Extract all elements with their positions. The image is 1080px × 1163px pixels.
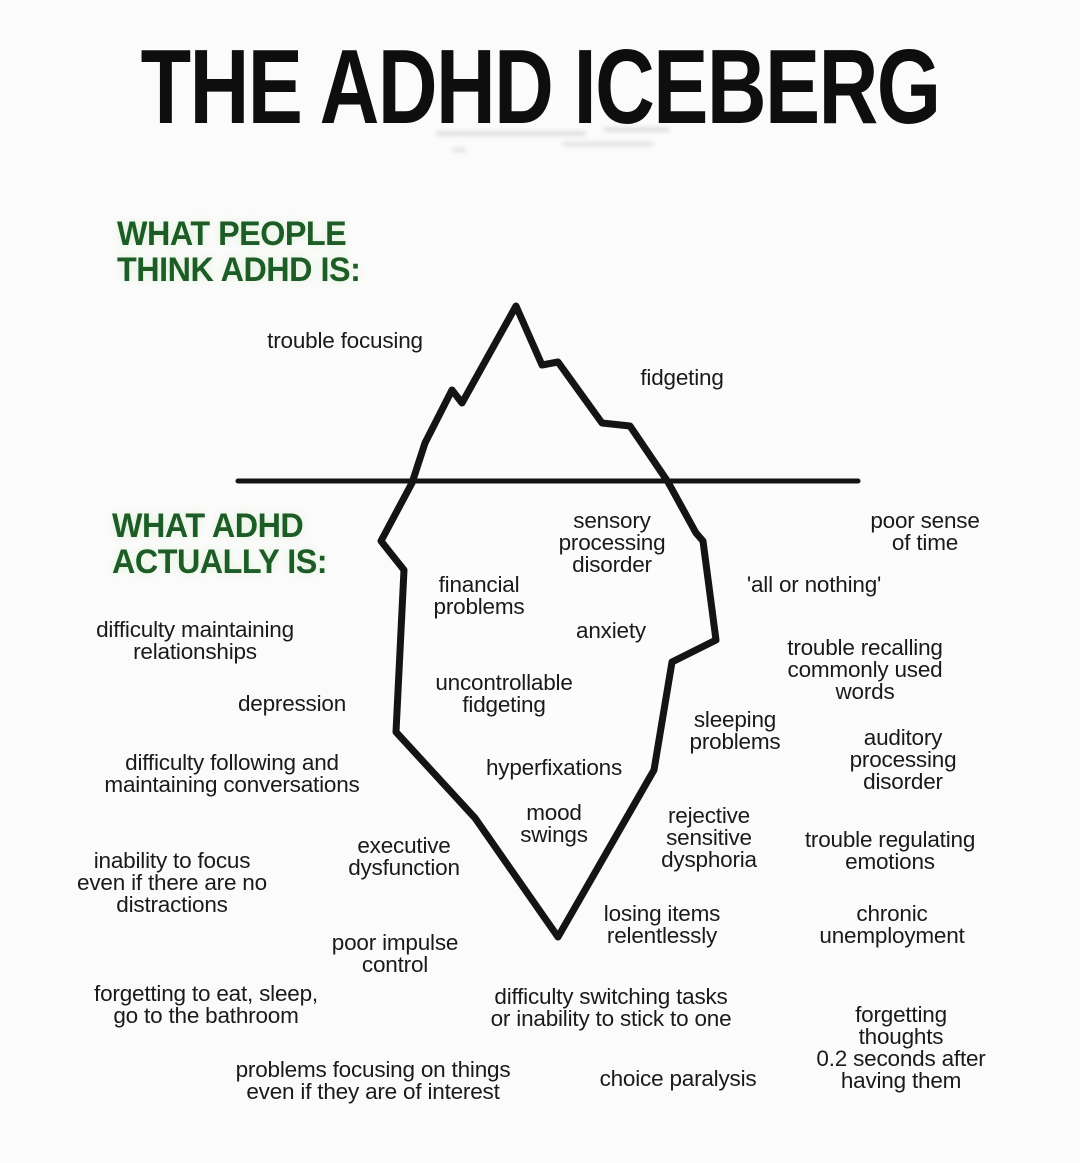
trouble-regulating-emotions-label: trouble regulating emotions	[804, 827, 976, 874]
page-title: THE ADHD ICEBERG	[0, 34, 1080, 140]
page-title-text: THE ADHD ICEBERG	[140, 28, 941, 146]
erased-watermark-smudge	[436, 131, 586, 136]
poor-sense-of-time-label: poor sense of time	[870, 508, 980, 555]
header-what-people-think: WHAT PEOPLE THINK ADHD IS:	[117, 215, 361, 290]
erased-watermark-speck	[452, 148, 466, 152]
chronic-unemployment-label: chronic unemployment	[819, 901, 965, 948]
inability-to-focus-label: inability to focus even if there are no …	[77, 848, 267, 917]
fidgeting-label: fidgeting	[640, 365, 724, 390]
sleeping-problems-label: sleeping problems	[689, 707, 781, 754]
hyperfixations-label: hyperfixations	[485, 755, 623, 780]
rejective-sensitive-dysphoria-label: rejective sensitive dysphoria	[661, 803, 757, 872]
choice-paralysis-label: choice paralysis	[599, 1066, 757, 1091]
erased-watermark-smudge	[562, 142, 654, 146]
mood-swings-label: mood swings	[520, 800, 588, 847]
all-or-nothing-label: 'all or nothing'	[746, 572, 882, 597]
problems-focusing-interest-label: problems focusing on things even if they…	[235, 1057, 511, 1104]
uncontrollable-fidgeting-label: uncontrollable fidgeting	[435, 670, 573, 717]
erased-watermark-smudge	[604, 127, 670, 132]
trouble-recalling-words-label: trouble recalling commonly used words	[787, 635, 943, 704]
losing-items-relentlessly-label: losing items relentlessly	[603, 901, 721, 948]
trouble-focusing-label: trouble focusing	[267, 328, 423, 353]
difficulty-switching-tasks-label: difficulty switching tasks or inability …	[490, 984, 732, 1031]
anxiety-label: anxiety	[576, 618, 646, 643]
forgetting-to-eat-sleep-label: forgetting to eat, sleep, go to the bath…	[94, 981, 318, 1028]
header-what-adhd-actually-is: WHAT ADHD ACTUALLY IS:	[112, 507, 328, 582]
poor-impulse-control-label: poor impulse control	[331, 930, 459, 977]
sensory-processing-disorder-label: sensory processing disorder	[558, 508, 666, 577]
financial-problems-label: financial problems	[433, 572, 525, 619]
forgetting-thoughts-label: forgetting thoughts 0.2 seconds after ha…	[816, 1002, 986, 1093]
depression-label: depression	[237, 691, 347, 716]
difficulty-following-conversations-label: difficulty following and maintaining con…	[104, 750, 360, 797]
difficulty-maintaining-relationships-label: difficulty maintaining relationships	[96, 617, 294, 664]
iceberg-outline	[377, 302, 720, 941]
executive-dysfunction-label: executive dysfunction	[348, 833, 460, 880]
auditory-processing-disorder-label: auditory processing disorder	[849, 725, 957, 794]
